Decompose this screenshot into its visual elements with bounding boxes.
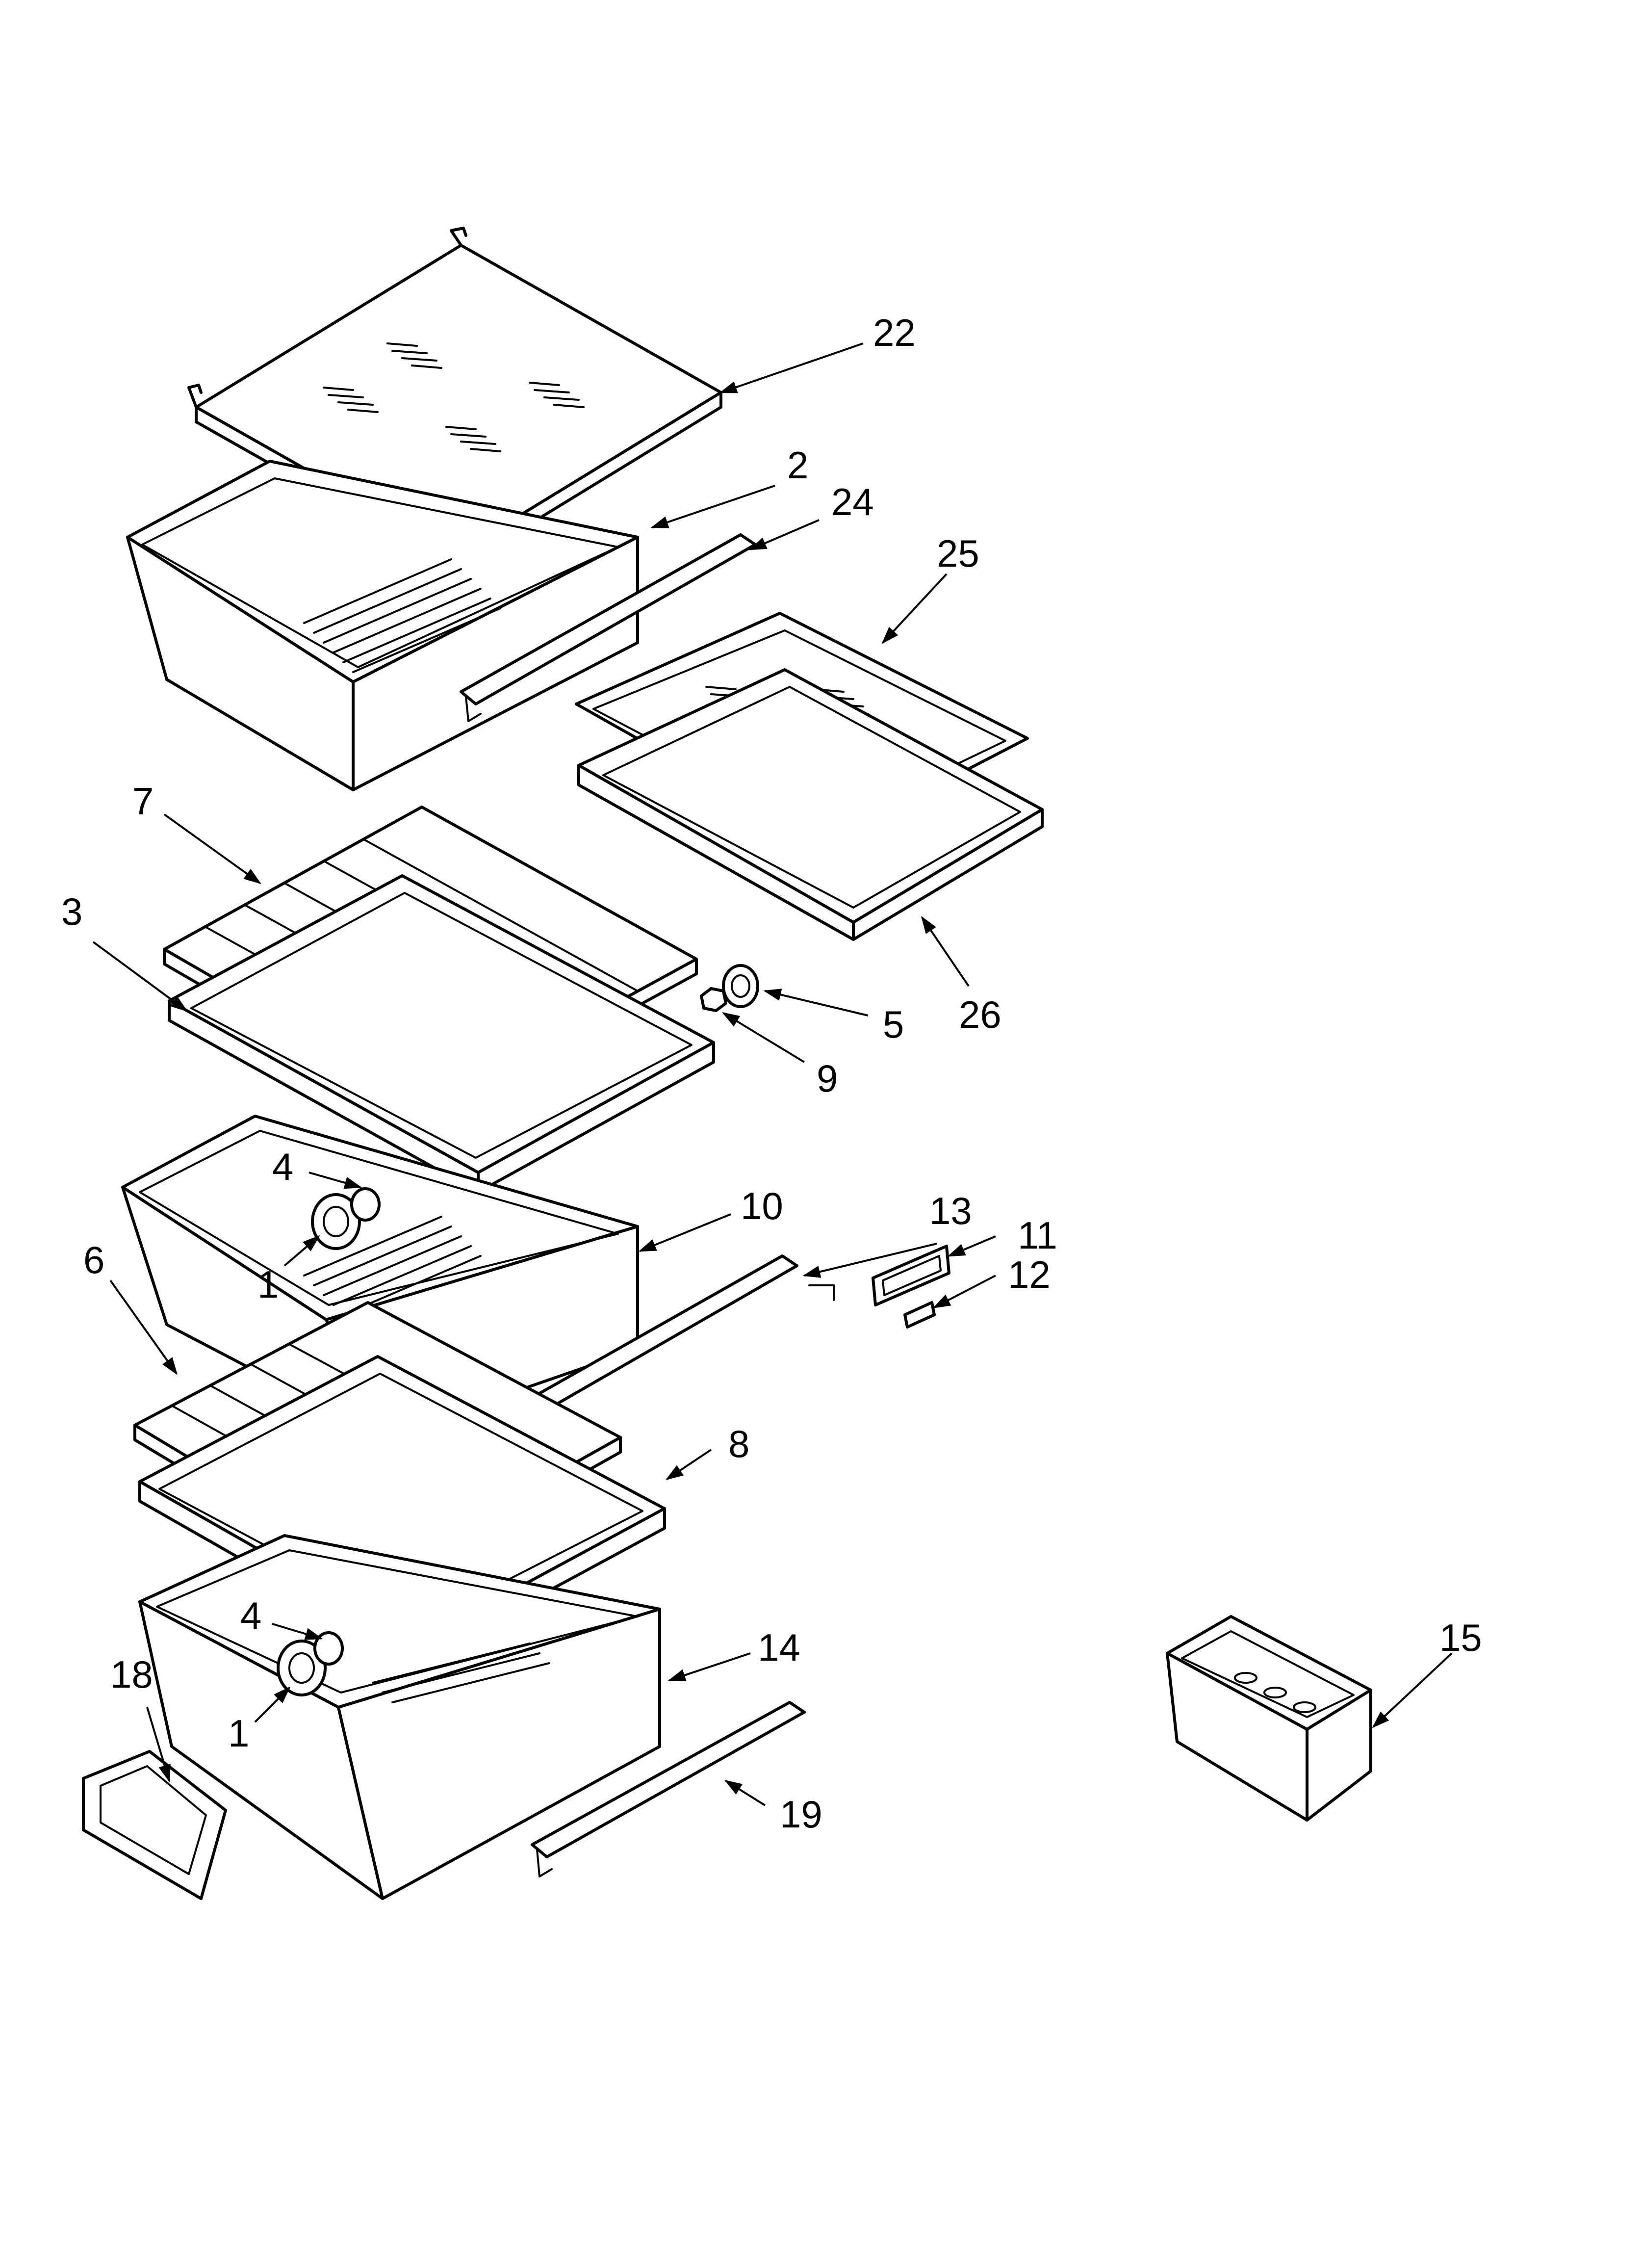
leader-13 xyxy=(802,1243,937,1278)
leader-26 xyxy=(921,916,970,987)
shelf-frame-part-3 xyxy=(168,874,715,1194)
leader-22 xyxy=(719,342,864,393)
leader-8 xyxy=(666,1449,712,1480)
clip-part-12 xyxy=(903,1301,936,1329)
callout-18: 18 xyxy=(110,1653,153,1696)
leader-25 xyxy=(881,573,948,644)
spacer-part-4b xyxy=(313,1631,344,1666)
leader-10 xyxy=(638,1213,731,1252)
glide-part-5 xyxy=(722,964,759,1008)
bin-part-15 xyxy=(1166,1615,1372,1822)
callout-7: 7 xyxy=(132,780,154,823)
leader-4a xyxy=(308,1172,362,1189)
callout-11: 11 xyxy=(1018,1214,1057,1257)
callout-4a: 4 xyxy=(272,1145,293,1188)
callout-15: 15 xyxy=(1439,1616,1482,1659)
callout-8: 8 xyxy=(728,1422,749,1465)
nut-part-9 xyxy=(700,987,727,1012)
callout-22: 22 xyxy=(873,311,916,354)
control-part-11 xyxy=(872,1245,950,1306)
leader-14 xyxy=(667,1652,751,1681)
callout-6: 6 xyxy=(83,1238,104,1281)
callout-24: 24 xyxy=(831,480,874,523)
drawer-part-14 xyxy=(138,1534,661,1900)
callout-labels: 22 2 24 25 7 3 5 26 9 4 10 13 11 6 1 12 … xyxy=(61,311,1482,1836)
leader-3 xyxy=(92,941,188,1012)
leader-lines xyxy=(92,342,1453,1806)
leader-11 xyxy=(947,1235,996,1257)
knob-part-1b xyxy=(277,1640,327,1696)
callout-13: 13 xyxy=(929,1189,972,1232)
leader-5 xyxy=(763,989,869,1017)
callout-12: 12 xyxy=(1008,1253,1051,1296)
leader-4b xyxy=(272,1623,323,1640)
leader-1b xyxy=(254,1686,291,1723)
leader-6 xyxy=(109,1279,178,1375)
leader-9 xyxy=(721,1012,805,1063)
leader-18 xyxy=(146,1707,171,1783)
shelf-frame-part-26 xyxy=(577,668,1044,941)
cover-part-18 xyxy=(82,1750,227,1900)
callout-10: 10 xyxy=(741,1184,783,1227)
callout-1b: 1 xyxy=(228,1712,249,1755)
callout-9: 9 xyxy=(817,1057,838,1100)
leader-1a xyxy=(283,1235,320,1267)
leader-19 xyxy=(724,1780,766,1806)
callout-19: 19 xyxy=(780,1793,822,1836)
callout-2: 2 xyxy=(787,443,808,487)
callout-26: 26 xyxy=(959,993,1001,1036)
drawer-part-2 xyxy=(126,460,639,791)
leader-24 xyxy=(748,519,820,550)
knob-part-1a xyxy=(311,1193,361,1250)
callout-5: 5 xyxy=(883,1003,904,1046)
callout-4b: 4 xyxy=(240,1594,261,1637)
callout-14: 14 xyxy=(758,1626,800,1669)
leader-7 xyxy=(163,813,261,885)
callout-1a: 1 xyxy=(257,1263,279,1306)
callout-25: 25 xyxy=(937,532,979,575)
spacer-part-4a xyxy=(350,1187,381,1222)
leader-15 xyxy=(1372,1652,1453,1728)
leader-12 xyxy=(932,1275,996,1308)
callout-3: 3 xyxy=(61,890,82,933)
leader-2 xyxy=(650,485,775,528)
rail-part-19 xyxy=(531,1701,806,1877)
